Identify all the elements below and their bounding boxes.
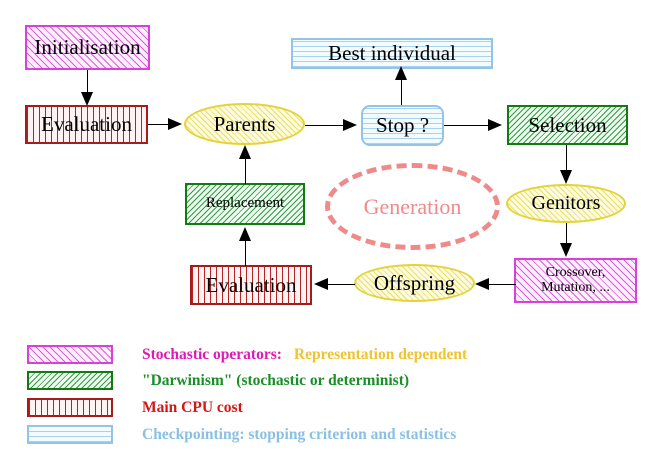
arrowhead-replacement-to-parents <box>239 145 251 159</box>
legend-label-representation-dependent: Representation dependent <box>293 345 468 363</box>
legend-swatch-green-hatch <box>27 371 113 390</box>
arrowhead-genitors-to-crossover <box>560 243 572 257</box>
legend-row-stochastic: Stochastic operators: Representation dep… <box>27 345 467 364</box>
arrowhead-offspring-to-evaluation <box>314 278 328 290</box>
node-selection[interactable]: Selection <box>507 105 628 145</box>
arrowhead-initialisation-to-evaluation <box>81 92 93 106</box>
arrowhead-stop-to-best-individual <box>395 66 407 80</box>
node-best-individual[interactable]: Best individual <box>291 38 493 69</box>
arrowhead-parents-to-stop <box>343 119 357 131</box>
arrowhead-evaluation-to-replacement <box>239 227 251 241</box>
connector-offspring-to-evaluation <box>328 284 355 285</box>
legend-row-darwinism: "Darwinism" (stochastic or determinist) <box>27 371 409 390</box>
legend-label-stochastic-operators: Stochastic operators: <box>142 345 282 363</box>
connector-genitors-to-crossover <box>566 223 567 245</box>
connector-stop-to-selection <box>444 125 488 126</box>
arrowhead-crossover-to-offspring <box>475 278 489 290</box>
legend-swatch-blue-horizontal <box>27 425 113 444</box>
connector-evaluation-to-parents <box>148 124 170 125</box>
legend-row-cpu-cost: Main CPU cost <box>27 398 243 417</box>
connector-parents-to-stop <box>305 125 345 126</box>
legend-swatch-red-vertical <box>27 398 113 417</box>
node-replacement[interactable]: Replacement <box>185 183 305 225</box>
node-genitors[interactable]: Genitors <box>506 184 626 223</box>
connector-initialisation-to-evaluation <box>87 70 88 96</box>
connector-selection-to-genitors <box>566 145 567 173</box>
legend-label-darwinism: "Darwinism" (stochastic or determinist) <box>142 371 410 389</box>
node-crossover-mutation[interactable]: Crossover, Mutation, ... <box>514 258 637 303</box>
arrowhead-evaluation-to-parents <box>168 118 182 130</box>
arrowhead-stop-to-selection <box>488 119 502 131</box>
node-stop[interactable]: Stop ? <box>361 105 444 146</box>
node-evaluation-bottom[interactable]: Evaluation <box>190 265 312 305</box>
legend-label-main-cpu-cost: Main CPU cost <box>142 398 243 416</box>
connector-crossover-to-offspring <box>489 284 516 285</box>
node-parents[interactable]: Parents <box>184 103 305 145</box>
arrowhead-selection-to-genitors <box>560 170 572 184</box>
node-generation-label: Generation <box>325 163 500 250</box>
legend-row-checkpointing: Checkpointing: stopping criterion and st… <box>27 425 456 444</box>
node-evaluation-top[interactable]: Evaluation <box>25 105 148 144</box>
legend-swatch-magenta-hatch <box>27 345 113 364</box>
legend-label-checkpointing: Checkpointing: stopping criterion and st… <box>142 425 457 443</box>
connector-replacement-to-parents <box>245 158 246 184</box>
connector-evaluation-to-replacement <box>245 239 246 266</box>
connector-stop-to-best-individual <box>401 69 402 105</box>
node-offspring[interactable]: Offspring <box>354 264 475 302</box>
node-initialisation[interactable]: Initialisation <box>25 25 150 70</box>
